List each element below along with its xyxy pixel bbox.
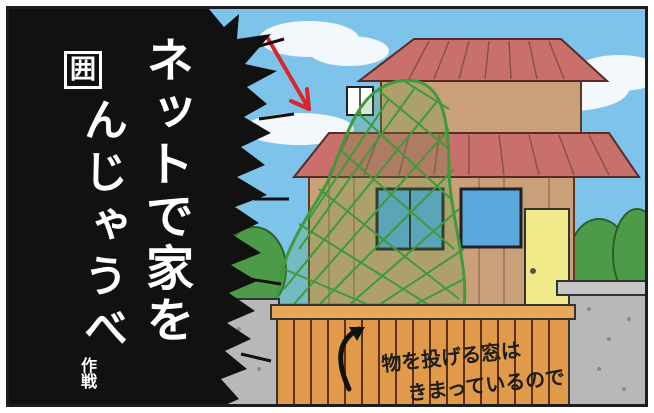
title-boxed-char: 囲 [64, 51, 102, 89]
scene-illustration [9, 9, 645, 404]
window-right [459, 187, 523, 249]
red-arrow-icon [265, 35, 311, 111]
lower-roof [291, 132, 641, 178]
title-line-2: んじゃうべ [76, 97, 127, 357]
title-line-1: ネットで家を [137, 35, 193, 347]
title-subtitle: 作戦 [78, 357, 97, 389]
net [275, 78, 467, 307]
comic-panel: 囲 ネットで家を んじゃうべ 作戦 物を投げる窓は きまっているので [6, 6, 648, 407]
black-burst [9, 9, 277, 404]
burst-speed-lines [240, 37, 295, 363]
wooden-fence [270, 304, 576, 404]
upper-roof [356, 38, 610, 82]
